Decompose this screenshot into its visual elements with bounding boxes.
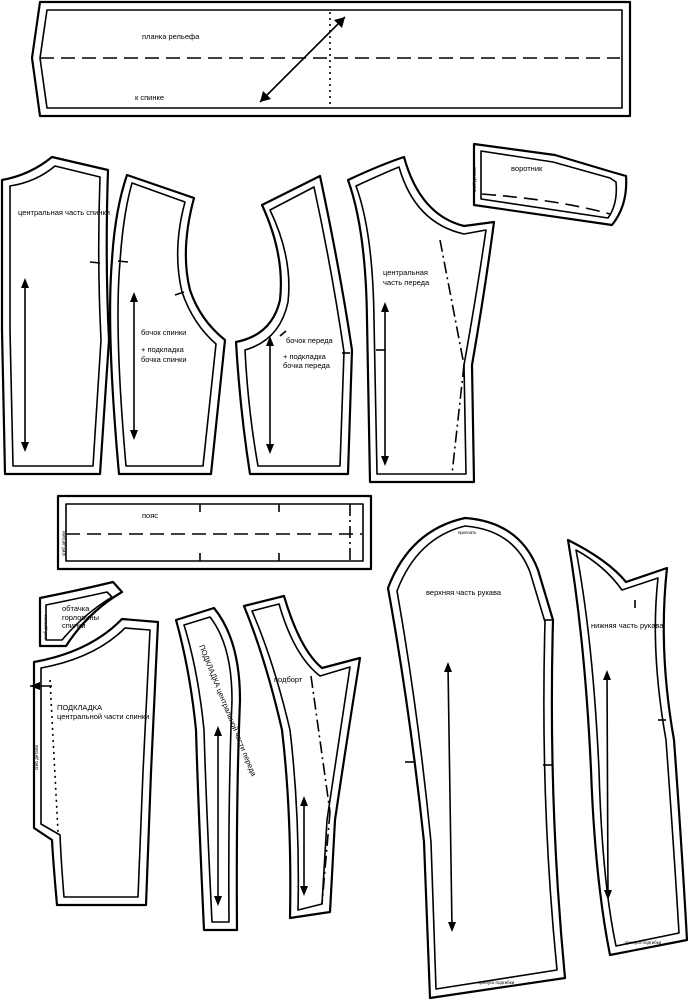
back-side-lining-1: + подкладка [141, 345, 185, 354]
grainline-arrow [447, 665, 453, 929]
piece-belt: пояс сгиб детали [56, 494, 373, 571]
under-sleeve-label: нижняя часть рукава [591, 621, 664, 630]
back-neck-facing-label-2: горловины [62, 613, 99, 622]
front-side-lining-1: + подкладка [283, 352, 327, 361]
front-center-label-2: часть переда [383, 278, 430, 287]
piece-upper-sleeve: верхняя часть рукава пригнать припуск по… [386, 516, 567, 1000]
front-center-label-1: центральная [383, 268, 428, 277]
back-center-lining-label-2: центральной части спинки [57, 712, 149, 721]
relief-placket-label: планка рельефа [142, 32, 200, 41]
upper-sleeve-bottom-note: припуск подгибки [478, 980, 515, 985]
belt-label: пояс [142, 511, 158, 520]
piece-front-facing: подборт [242, 594, 362, 920]
back-center-lining-fold-note: сгиб детали [34, 745, 39, 770]
back-side-label: бочок спинки [141, 328, 186, 337]
piece-under-sleeve: нижняя часть рукава припуск подгибки [566, 538, 689, 957]
front-side-label: бочок переда [286, 336, 334, 345]
back-center-lining-label-1: ПОДКЛАДКА [57, 703, 102, 712]
front-side-lining-2: бочка переда [283, 361, 331, 370]
back-center-label: центральная часть спинки [18, 208, 110, 217]
piece-back-center-lining: ПОДКЛАДКА центральной части спинки сгиб … [30, 617, 160, 907]
upper-sleeve-label: верхняя часть рукава [426, 588, 502, 597]
relief-placket-note: к спинке [135, 93, 164, 102]
piece-front-center: центральная часть переда [346, 155, 496, 484]
belt-fold-note: сгиб детали [61, 531, 66, 556]
back-neck-facing-label-3: спинки [62, 621, 86, 630]
collar-fold-note: сгиб детали [472, 167, 477, 192]
piece-back-center: центральная часть спинки [0, 155, 111, 476]
piece-back-side: бочок спинки + подкладка бочка спинки [109, 173, 227, 476]
under-sleeve-bottom-note: припуск подгибки [625, 940, 662, 945]
back-neck-facing-label-1: обтачка [62, 604, 90, 613]
piece-back-neck-facing: обтачка горловины спинки сгиб детали [38, 580, 124, 648]
piece-front-center-lining: ПОДКЛАДКА центральной части переда [174, 606, 259, 932]
upper-sleeve-top-note: пригнать [458, 530, 477, 535]
grainline-arrow [606, 673, 609, 897]
grainline-arrow [259, 16, 346, 103]
piece-relief-placket: планка рельефа к спинке [30, 0, 632, 118]
front-facing-label: подборт [274, 675, 303, 684]
back-neck-facing-fold-note: сгиб детали [43, 615, 48, 640]
collar-label: воротник [511, 164, 543, 173]
piece-collar: воротник сгиб детали [472, 142, 628, 227]
back-side-lining-2: бочка спинки [141, 355, 187, 364]
piece-front-side: бочок переда + подкладка бочка переда [234, 174, 354, 476]
